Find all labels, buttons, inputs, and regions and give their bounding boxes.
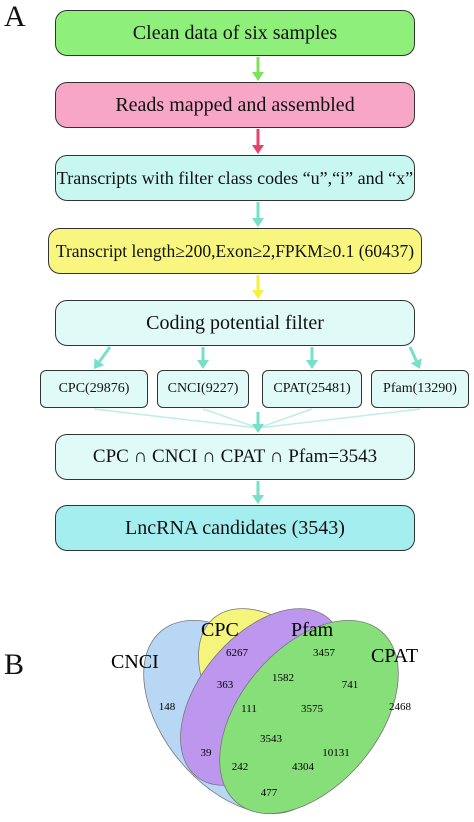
venn-count-pfam-only: 3457 — [313, 647, 336, 659]
tool-box-cpat: CPAT(25481) — [262, 370, 362, 408]
panel-label-b: B — [4, 648, 25, 681]
venn-count-pfam-cpat: 741 — [342, 679, 359, 691]
venn-count-cnci-cpc-pfam: 111 — [241, 703, 257, 715]
venn-set-cpat — [219, 620, 399, 814]
tool-box-pfam: Pfam(13290) — [371, 370, 469, 408]
arrow-step1-step2-head — [252, 72, 264, 81]
arrow-to-pfam-head — [410, 358, 422, 369]
converge-line-2 — [257, 408, 313, 429]
flow-step-lncrna-candidates: LncRNA candidates (3543) — [55, 505, 415, 551]
venn-count-cpat-only: 2468 — [389, 701, 412, 713]
venn-count-cpc-pfam: 1582 — [272, 672, 294, 684]
flow-step-length-filter: Transcript length≥200,Exon≥2,FPKM≥0.1 (6… — [48, 228, 422, 274]
flow-step-transcripts-filter: Transcripts with filter class codes “u”,… — [55, 155, 415, 201]
venn-count-cnci-cpc: 363 — [217, 679, 234, 691]
flow-step-intersection: CPC ∩ CNCI ∩ CPAT ∩ Pfam=3543 — [55, 434, 415, 480]
venn-count-cnci-cpc-cpat: 4304 — [292, 761, 315, 773]
flow-step-coding-potential: Coding potential filter — [55, 300, 415, 346]
venn-label-pfam: Pfam — [291, 619, 334, 641]
arrow-to-cpc-shaft — [98, 346, 112, 363]
venn-count-cpc-pfam-cpat: 3575 — [301, 703, 324, 715]
arrow-to-intersection-head — [252, 424, 264, 433]
venn-count-cpc-only: 6267 — [226, 647, 249, 659]
arrow-step3-step4-head — [252, 218, 264, 227]
converge-line-1 — [202, 408, 259, 429]
venn-count-cpc-cpat: 10131 — [322, 747, 350, 759]
arrow-step2-step3-head — [252, 145, 264, 154]
venn-label-cpat: CPAT — [371, 645, 418, 667]
venn-label-cpc: CPC — [201, 619, 239, 641]
arrow-to-cpat-head — [306, 360, 318, 369]
tool-box-cnci: CNCI(9227) — [157, 370, 249, 408]
tool-box-cpc: CPC(29876) — [40, 370, 148, 408]
venn-count-cnci-cpat: 477 — [261, 787, 278, 799]
arrow-step4-step5-head — [252, 290, 264, 299]
venn-count-cnci-pfam-cpat: 242 — [232, 761, 249, 773]
panel-label-a: A — [4, 0, 26, 33]
venn-count-cnci-pfam: 39 — [201, 747, 213, 759]
flow-step-reads-mapped: Reads mapped and assembled — [55, 82, 415, 128]
arrow-to-cnci-head — [197, 360, 209, 369]
flow-step-clean-data: Clean data of six samples — [55, 10, 415, 56]
arrow-to-candidates-head — [252, 495, 264, 504]
venn-label-cnci: CNCI — [111, 651, 159, 673]
venn-count-cnci-only: 148 — [159, 701, 176, 713]
converge-line-3 — [257, 408, 421, 429]
converge-line-0 — [93, 408, 259, 429]
arrow-to-cpc-head — [94, 358, 105, 369]
arrow-to-pfam-shaft — [408, 346, 418, 362]
venn-count-all-four: 3543 — [260, 733, 283, 745]
